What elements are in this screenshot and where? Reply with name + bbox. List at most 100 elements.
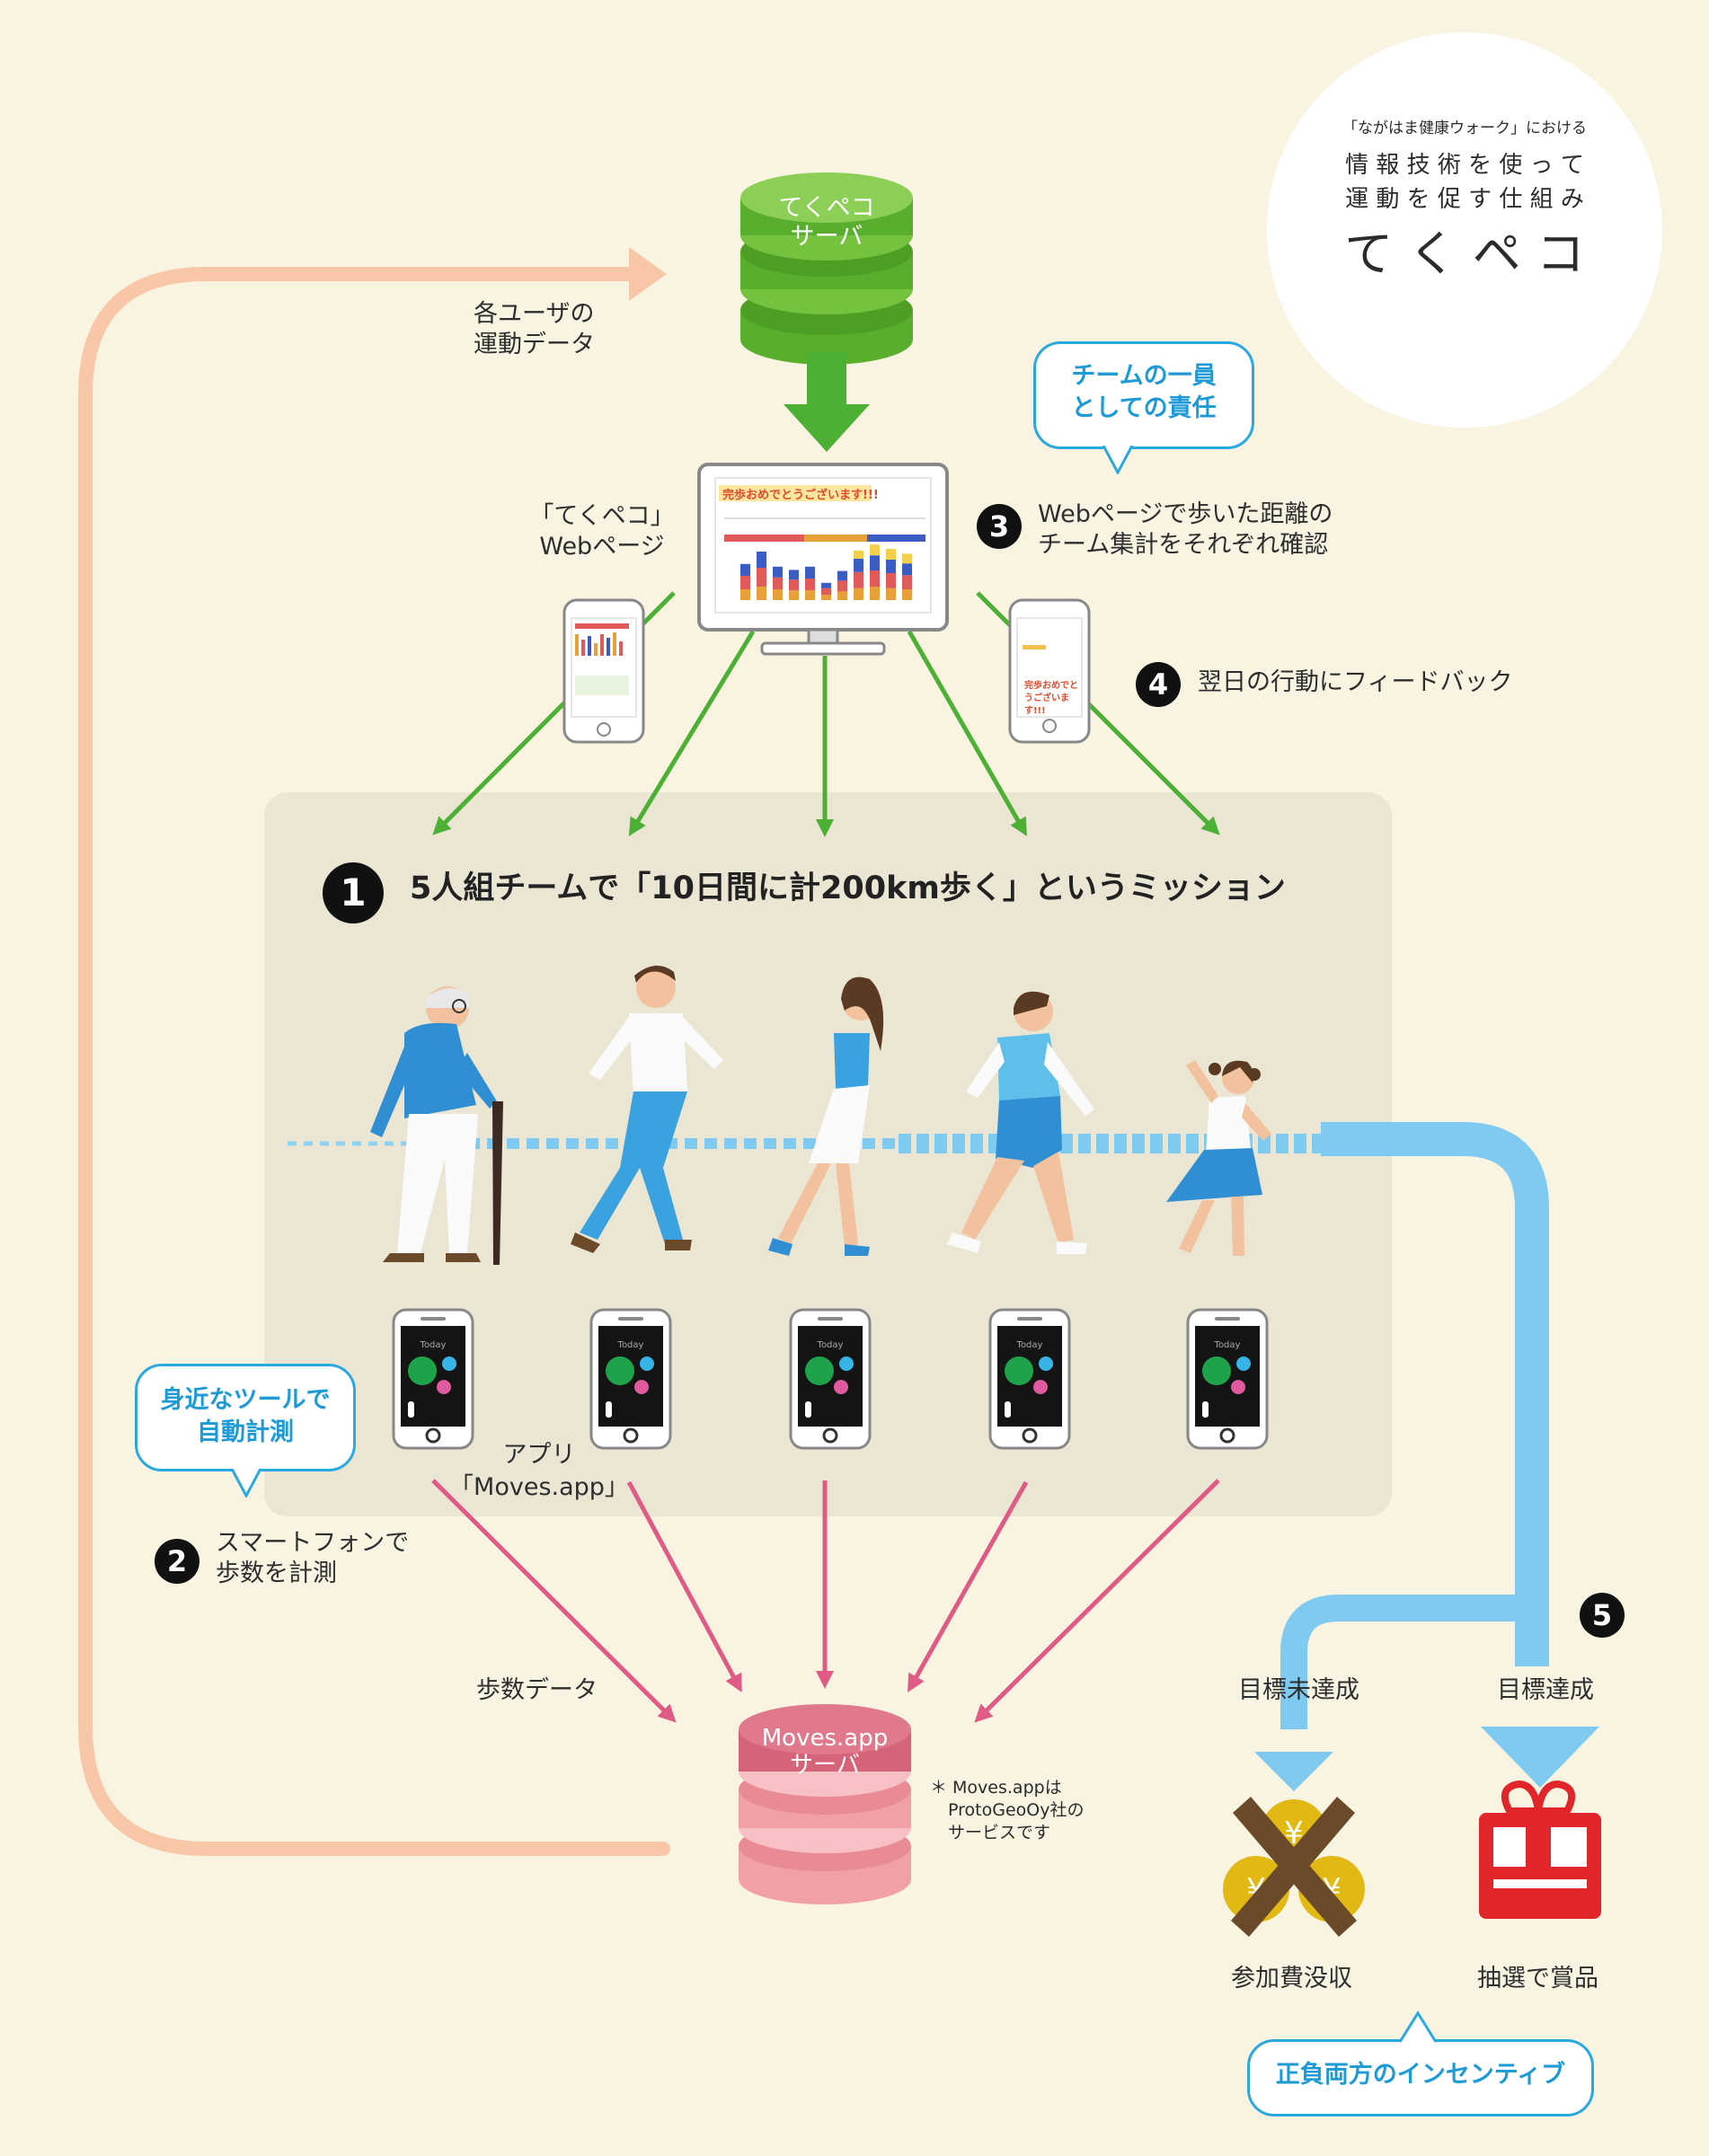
monitor-bar-segment <box>886 588 896 600</box>
title-badge <box>1267 32 1662 428</box>
team-responsibility-callout: チームの一員 としての責任 <box>1033 341 1254 449</box>
app-label-2: 「Moves.app」 <box>449 1473 629 1501</box>
monitor-bar-segment <box>854 588 863 600</box>
monitor-bar-segment <box>870 587 880 600</box>
monitor-bar-segment <box>757 587 766 600</box>
step2-label-2: 歩数を計測 <box>216 1560 337 1587</box>
prize-label: 抽選で賞品 <box>1477 1965 1598 1993</box>
monitor-bar-segment <box>757 552 766 568</box>
monitor-bar-segment <box>870 555 880 570</box>
monitor-bar-segment <box>789 590 799 600</box>
phone-today-label: Today <box>817 1340 844 1350</box>
user-data-label-1: 各ユーザの <box>474 300 595 328</box>
tekupeko-server-label-2: サーバ <box>791 223 863 251</box>
step2-label-1: スマートフォンで <box>216 1529 410 1557</box>
outcome-branch <box>1280 1595 1532 1729</box>
monitor-bar-segment <box>886 549 896 560</box>
monitor-bar-segment <box>773 566 783 578</box>
web-page-label-2: Webページ <box>539 533 665 561</box>
phone-congrats-1: 完歩おめでと <box>1024 679 1078 691</box>
monitor-bar-segment <box>740 576 750 589</box>
app-label-1: アプリ <box>502 1441 576 1469</box>
goal-fail-label: 目標未達成 <box>1238 1676 1359 1704</box>
web-phone-left <box>562 598 645 744</box>
monitor-bar-segment <box>886 573 896 588</box>
mission-text: 5人組チームで「10日間に計200km歩く」というミッション <box>410 870 1286 906</box>
walker-girl <box>1166 1060 1271 1256</box>
monitor-bar-segment <box>805 566 815 579</box>
monitor-bar-segment <box>902 589 912 600</box>
team-callout-line-1: チームの一員 <box>1071 362 1217 390</box>
monitor-bar-segment <box>757 568 766 587</box>
title-line-1: 「ながはま健康ウォーク」における <box>1342 119 1587 137</box>
monitor-bar-segment <box>821 595 831 600</box>
monitor-bar-segment <box>740 563 750 576</box>
step-arrow-4 <box>908 1480 1029 1692</box>
incentive-callout-tail <box>1398 2010 1438 2043</box>
title-name: て く ペ コ <box>1344 225 1585 282</box>
title-line-3: 運 動 を 促 す 仕 組 み <box>1345 186 1584 213</box>
goal-fail-arrowhead <box>1254 1752 1333 1791</box>
monitor-bar-segment <box>902 575 912 589</box>
tekupeko-server <box>740 172 913 365</box>
server-to-web-arrow <box>784 352 870 452</box>
gift-box-icon <box>1479 1780 1601 1919</box>
monitor-bar-segment <box>773 577 783 589</box>
web-arrow-2 <box>628 630 756 836</box>
app-phone-1: Today <box>392 1308 474 1450</box>
monitor-bar-segment <box>805 579 815 591</box>
monitor-bar-segment <box>902 553 912 564</box>
monitor-bar-segment <box>902 563 912 576</box>
moves-note-2: ProtoGeoOy社の <box>948 1800 1085 1820</box>
web-arrow-4 <box>907 630 1027 836</box>
monitor-bar-segment <box>837 580 847 592</box>
user-data-label-2: 運動データ <box>474 331 595 358</box>
step-number-4: 4 <box>1136 662 1181 707</box>
monitor-bar-segment <box>854 558 863 572</box>
web-page-label-1: 「てくペコ」 <box>529 502 675 530</box>
phone-today-label: Today <box>1016 1340 1043 1350</box>
tekupeko-server-label-1: てくペコ <box>778 194 874 222</box>
monitor-bar-segment <box>854 571 863 588</box>
monitor-bar-segment <box>773 589 783 600</box>
tool-callout-line-2: 自動計測 <box>197 1418 294 1446</box>
monitor-bar-segment <box>870 544 880 556</box>
team-callout-line-2: としての責任 <box>1071 394 1217 422</box>
monitor-bar-segment <box>740 589 750 600</box>
walker-boy <box>947 991 1094 1254</box>
app-phone-2: Today <box>589 1308 672 1450</box>
monitor-bar-segment <box>821 588 831 595</box>
step-arrow-2 <box>626 1480 742 1693</box>
monitor-bar-segment <box>837 591 847 600</box>
walker-man <box>571 965 723 1253</box>
moves-note-3: サービスです <box>948 1823 1051 1842</box>
auto-measure-callout: 身近なツールで 自動計測 <box>135 1364 356 1471</box>
web-phone-right <box>1008 598 1091 744</box>
step-arrow-5 <box>974 1479 1220 1723</box>
monitor-headline: 完歩おめでとうございます!!! <box>722 488 879 502</box>
cross-mark-icon <box>1231 1797 1357 1937</box>
walker-woman <box>768 976 884 1256</box>
moves-server <box>739 1704 911 1904</box>
monitor-bar-segment <box>821 582 831 588</box>
phone-congrats-3: す!!! <box>1024 705 1046 716</box>
monitor-bar-segment <box>789 579 799 591</box>
title-line-2: 情 報 技 術 を 使 っ て <box>1345 152 1584 179</box>
step-number-1: 1 <box>323 862 384 923</box>
step4-label: 翌日の行動にフィードバック <box>1198 668 1513 696</box>
phone-congrats-2: うございま <box>1024 692 1069 703</box>
phone-today-label: Today <box>420 1340 447 1350</box>
monitor-bar-segment <box>789 570 799 580</box>
app-phone-3: Today <box>789 1308 872 1450</box>
monitor-bar-segment <box>854 550 863 559</box>
monitor-bar-segment <box>805 590 815 600</box>
moves-note-1: ＊ Moves.appは <box>930 1778 1062 1798</box>
outcome-flow <box>1321 1122 1549 1666</box>
phone-today-label: Today <box>617 1340 644 1350</box>
step-arrow-1 <box>431 1479 677 1723</box>
walker-elderly <box>370 986 503 1265</box>
moves-server-label-2: サーバ <box>790 1752 860 1779</box>
step-number-5: 5 <box>1580 1593 1625 1638</box>
goal-ok-arrowhead <box>1481 1727 1599 1788</box>
